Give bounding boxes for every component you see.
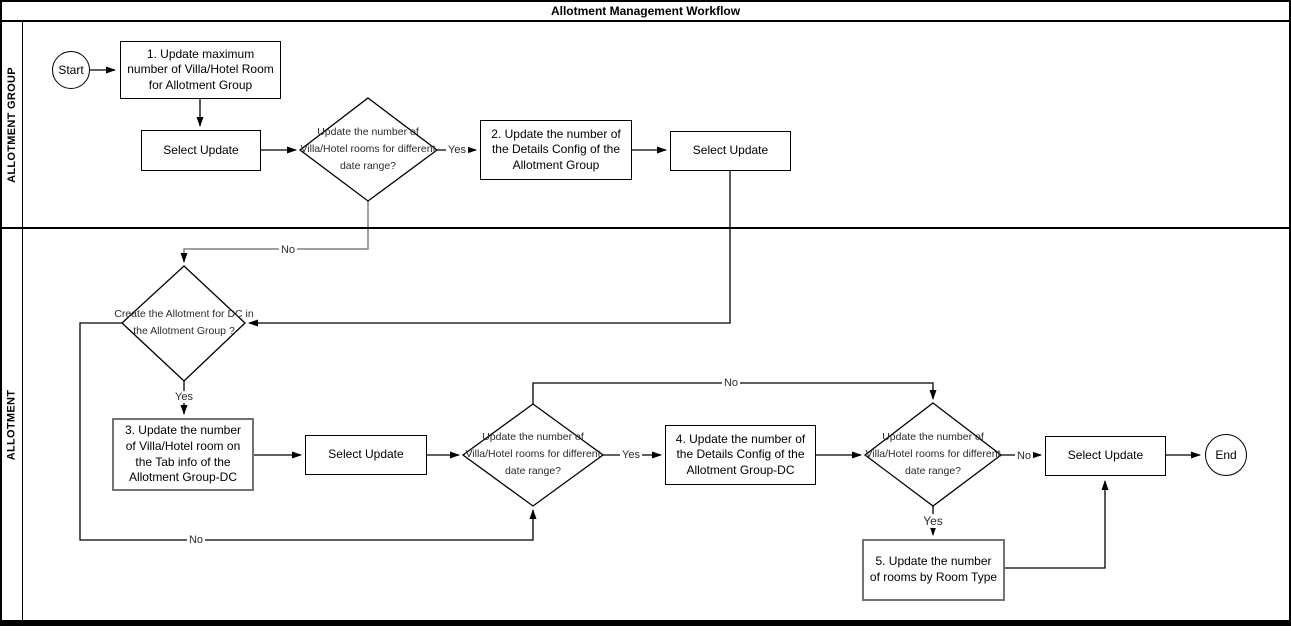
edge-select2-to-decision2[interactable] <box>248 171 731 327</box>
decision-diamond-date-range-1[interactable] <box>298 97 439 202</box>
edge-label-yes-2: Yes <box>173 391 195 403</box>
edge-step5-to-select4[interactable] <box>1005 480 1109 569</box>
diagram-title: Allotment Management Workflow <box>2 2 1289 22</box>
process-select-update-2[interactable]: Select Update <box>670 131 791 171</box>
edge-label-no-1: No <box>278 244 298 256</box>
lane-label-text: ALLOTMENT <box>5 389 18 461</box>
end-node[interactable]: End <box>1205 434 1247 476</box>
decision-diamond-create-dc[interactable] <box>121 265 246 382</box>
edge-label-yes-3: Yes <box>620 449 642 461</box>
process-step-1[interactable]: 1. Update maximum number of Villa/Hotel … <box>120 41 281 99</box>
process-select-update-1[interactable]: Select Update <box>141 130 261 171</box>
pool-bottom-border <box>0 620 1291 626</box>
process-step-2[interactable]: 2. Update the number of the Details Conf… <box>480 120 632 180</box>
lane-label-divider <box>22 22 23 621</box>
process-select-update-4[interactable]: Select Update <box>1045 436 1166 476</box>
decision-diamond-date-range-3[interactable] <box>863 402 1003 507</box>
edge-decision1-no-to-decision2[interactable] <box>180 201 369 263</box>
edge-label-no-4: No <box>1014 450 1034 462</box>
lane-label-allotment-group: ALLOTMENT GROUP <box>1 24 22 226</box>
edge-label-no-3: No <box>721 377 741 389</box>
start-node[interactable]: Start <box>52 51 90 89</box>
process-step-5[interactable]: 5. Update the number of rooms by Room Ty… <box>862 539 1005 601</box>
lane-divider <box>2 227 1289 229</box>
edge-label-yes-4: Yes <box>921 514 945 528</box>
edge-label-yes-1: Yes <box>446 144 468 156</box>
lane-label-allotment: ALLOTMENT <box>1 230 22 620</box>
decision-diamond-date-range-2[interactable] <box>461 403 605 507</box>
lane-label-text: ALLOTMENT GROUP <box>5 67 18 183</box>
edge-decision2-no-to-decision3[interactable] <box>79 322 537 541</box>
edge-label-no-2: No <box>186 534 206 546</box>
process-step-4[interactable]: 4. Update the number of the Details Conf… <box>665 425 816 485</box>
process-select-update-3[interactable]: Select Update <box>305 435 427 475</box>
process-step-3[interactable]: 3. Update the number of Villa/Hotel room… <box>112 418 254 491</box>
